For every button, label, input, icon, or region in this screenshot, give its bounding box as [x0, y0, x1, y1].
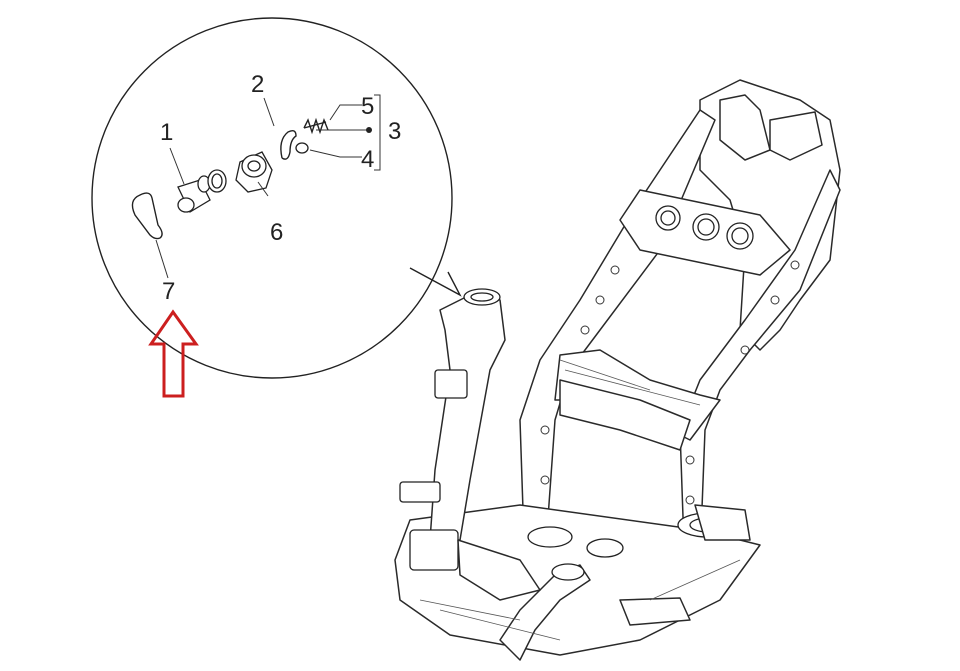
label-3: 3 — [388, 118, 401, 145]
label-7: 7 — [162, 278, 175, 305]
highlight-arrow-icon — [148, 309, 199, 398]
label-4: 4 — [361, 146, 374, 173]
part-oring — [295, 142, 309, 154]
label-5: 5 — [361, 93, 374, 120]
part-spring — [303, 117, 329, 135]
detail-callout — [91, 17, 462, 379]
leader-lines — [155, 94, 381, 279]
detail-circle — [91, 17, 453, 379]
part-circlip — [280, 129, 297, 160]
part-washer — [207, 169, 227, 193]
part-bushing — [177, 175, 211, 213]
label-1: 1 — [160, 119, 173, 146]
label-6: 6 — [270, 219, 283, 246]
label-2: 2 — [251, 71, 264, 98]
part-gear — [235, 151, 273, 193]
part-clip — [131, 192, 163, 240]
scooter-frame — [394, 79, 841, 661]
